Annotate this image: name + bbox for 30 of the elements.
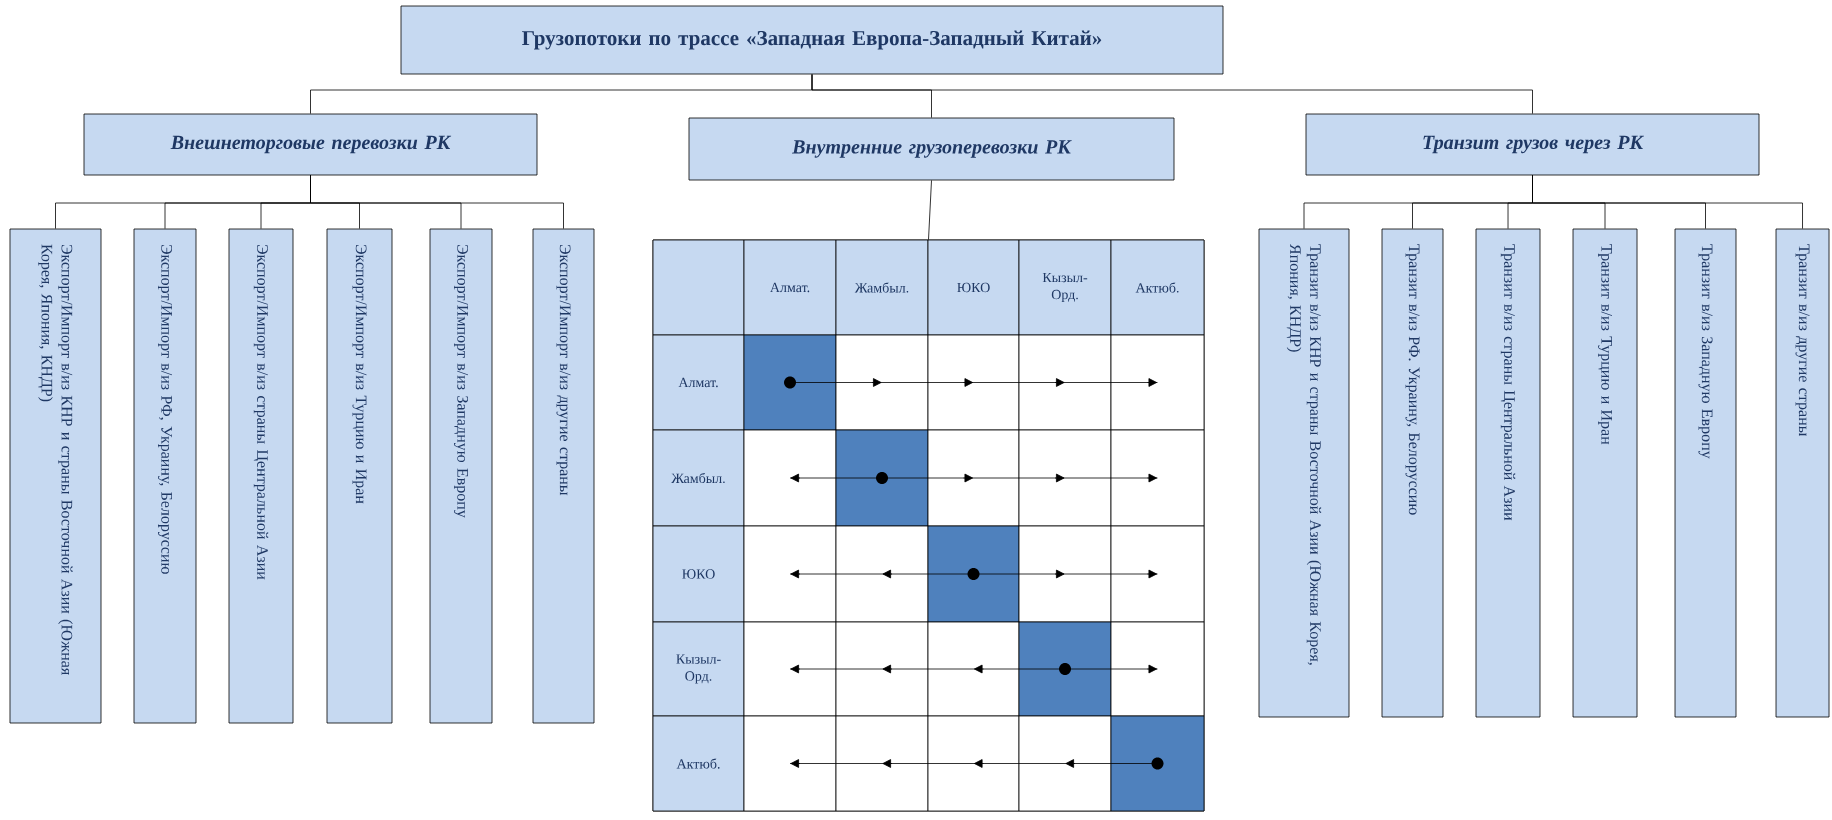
category-item-box: Экспорт/Импорт в/из Турцию и Иран [326, 228, 393, 724]
category-item-box: Транзит в/из Турцию и Иран [1572, 228, 1638, 718]
column-header: ЮКО [927, 239, 1020, 336]
connector-line [310, 175, 564, 229]
column-header: Кызыл-Орд. [1018, 239, 1112, 336]
category-item-box: Транзит в/из РФ. Украину, Белоруссию [1381, 228, 1444, 718]
category-item-box: Экспорт/Импорт в/из другие страны [532, 228, 595, 724]
row-header: ЮКО [652, 525, 745, 623]
connector-line [928, 180, 932, 240]
column-header: Алмат. [743, 239, 837, 336]
row-header: Кызыл-Орд. [652, 621, 745, 717]
row-header: Жамбыл. [652, 429, 745, 527]
category-item-box: Экспорт/Импорт в/из страны Центральной Азии [228, 228, 294, 724]
category-box: Внутренние грузоперевозки РК [688, 117, 1175, 181]
category-item-box: Транзит в/из КНР и страны Восточной Азии (Южная Корея, Япония, КНДР) [1258, 228, 1350, 718]
connector-line [1532, 175, 1803, 229]
row-header: Актюб. [652, 715, 745, 812]
category-box: Транзит грузов через РК [1305, 113, 1760, 176]
column-header: Жамбыл. [835, 239, 929, 336]
category-item-box: Экспорт/Импорт в/из КНР и страны Восточной Азии (Южная Корея, Япония, КНДР) [9, 228, 102, 724]
category-item-box: Транзит в/из другие страны [1775, 228, 1830, 718]
category-box: Внешнеторговые перевозки РК [83, 113, 538, 176]
title-box: Грузопотоки по трассе «Западная Европа-Западный Китай» [400, 5, 1224, 75]
row-header: Алмат. [652, 334, 745, 431]
category-item-box: Транзит в/из Западную Европу [1674, 228, 1737, 718]
category-item-box: Экспорт/Импорт в/из РФ, Украину, Белоруссию [133, 228, 197, 724]
column-header: Актюб. [1110, 239, 1205, 336]
category-item-box: Транзит в/из страны Центральной Азии [1475, 228, 1541, 718]
category-item-box: Экспорт/Импорт в/из Западную Европу [429, 228, 493, 724]
connector-line [811, 74, 1533, 114]
